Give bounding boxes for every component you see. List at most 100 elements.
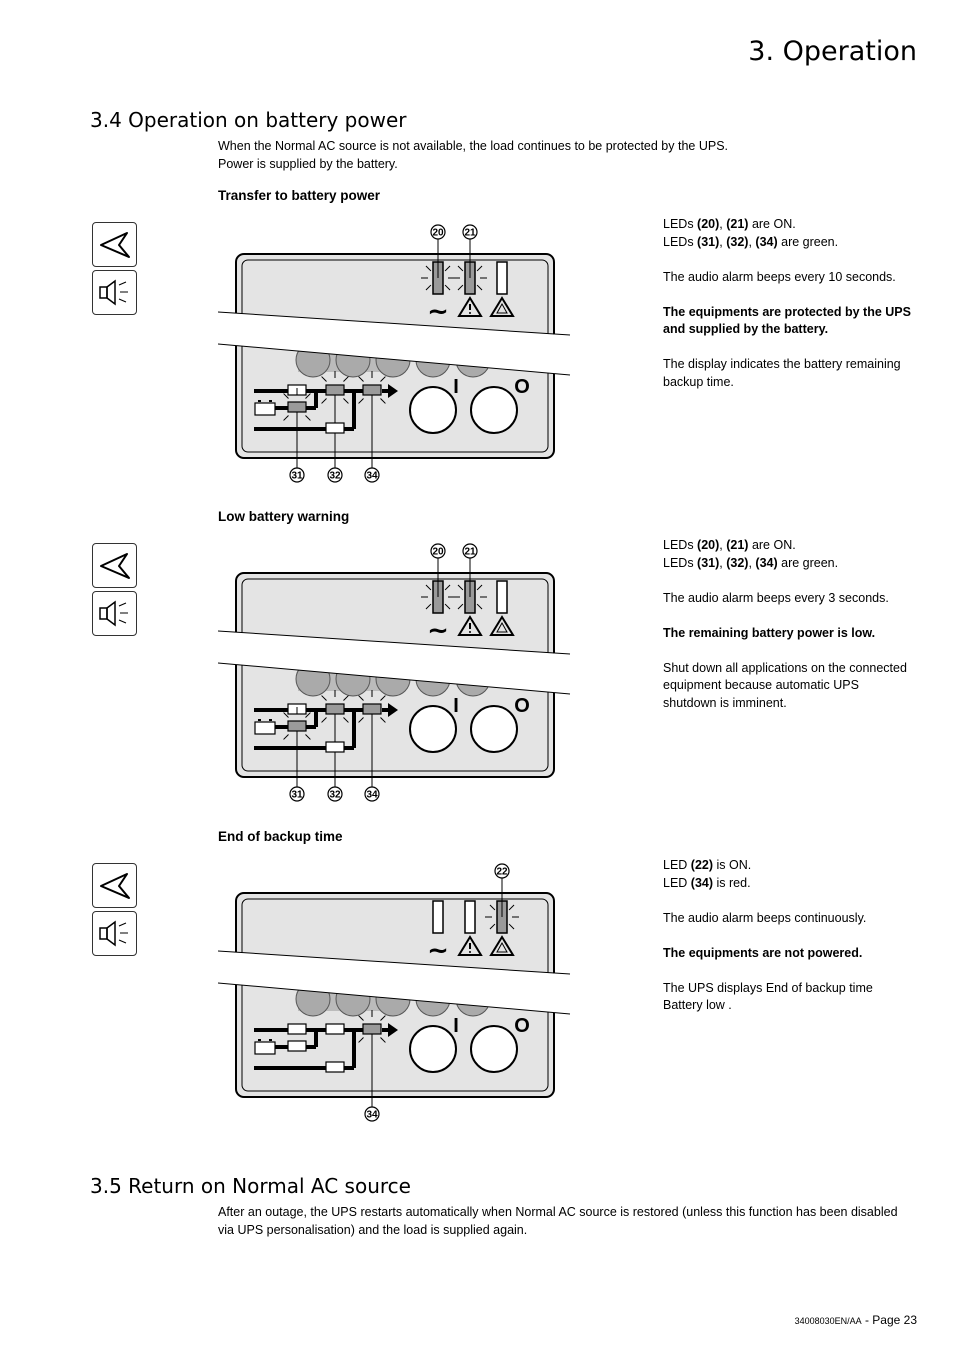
note-segment: are green. [777, 555, 839, 570]
output-arrow-icon [388, 1023, 398, 1037]
callout-circle [364, 1106, 380, 1122]
note-line: LED (22) is ON. [663, 857, 923, 875]
status-led [464, 900, 476, 934]
led-glow-ray [489, 904, 496, 911]
ac-source-icon: ~ [427, 297, 449, 327]
led-glow-ray [343, 376, 349, 382]
notes-end-backup: LED (22) is ON.LED (34) is red.The audio… [663, 857, 923, 1015]
note-segment: The audio alarm beeps every 3 seconds. [663, 590, 889, 605]
status-led [421, 558, 455, 614]
mimic-led [325, 422, 345, 434]
callout-number: 34 [366, 790, 378, 801]
led-glow-ray [283, 712, 289, 718]
note-line: The UPS displays End of backup time [663, 980, 923, 998]
led-glow-ray [444, 284, 451, 291]
off-button [470, 705, 518, 753]
callout-circle [364, 786, 380, 802]
mimic-led [287, 1023, 307, 1035]
note-segment: are ON. [748, 538, 796, 552]
note-segment: is ON. [713, 858, 752, 872]
led-glow-ray [283, 393, 289, 399]
sound-wave [118, 298, 127, 303]
callout-number: 34 [366, 1110, 378, 1121]
led-glow-ray [508, 923, 515, 930]
on-button [409, 705, 457, 753]
led-glow-ray [380, 695, 386, 701]
fault-icon [489, 296, 515, 317]
note-segment: and supplied by the battery. [663, 322, 829, 336]
led-glow-ray [476, 603, 483, 610]
callout-number: 20 [432, 228, 444, 239]
battery-mode-icon [92, 543, 137, 588]
callout-number: 34 [366, 471, 378, 482]
note-line: LEDs (20), (21) are ON. [663, 537, 923, 555]
mimic-diagram [254, 1023, 398, 1070]
note-segment: LEDs [663, 234, 698, 249]
intro-text: When the Normal AC source is not availab… [218, 138, 728, 173]
note-segment: (22) [690, 858, 714, 872]
triangle-shape [100, 873, 130, 899]
note-line: equipment because automatic UPS [663, 677, 923, 695]
speaker-glyph [99, 279, 128, 306]
sound-wave [118, 939, 127, 944]
status-led [496, 580, 508, 614]
note-spacer [663, 339, 923, 357]
led-bypass [325, 422, 345, 434]
speaker-cone [106, 920, 116, 947]
note-segment: (31) [697, 555, 720, 570]
note-segment: LEDs [663, 538, 698, 552]
callout-circle [289, 786, 305, 802]
status-led [421, 239, 455, 295]
note-segment: , [748, 234, 756, 249]
fault-inner-triangle [496, 621, 508, 633]
callout-marker: 21 [462, 543, 478, 559]
led-glow-ray [358, 376, 364, 382]
mimic-led [362, 703, 382, 715]
panel-break [218, 951, 578, 1015]
note-segment: backup time. [663, 374, 734, 389]
led-glow-ray [425, 603, 432, 610]
mimic-led [287, 720, 307, 732]
return-line-2: via UPS personalisation) and the load is… [218, 1222, 528, 1237]
output-arrow-icon [388, 703, 398, 717]
off-label: O [514, 1015, 530, 1037]
note-segment: (32) [726, 234, 749, 249]
callout-circle [462, 224, 478, 240]
speaker-body [99, 607, 108, 620]
mimic-diagram [254, 384, 398, 431]
return-line-1: After an outage, the UPS restarts automa… [218, 1205, 898, 1219]
break-line-top [218, 311, 571, 336]
speaker-body [99, 286, 108, 299]
fault-triangle [489, 935, 515, 956]
note-segment: shutdown is imminent. [663, 695, 787, 710]
callout-circle [327, 786, 343, 802]
led-bar [496, 580, 508, 614]
chapter-title: 3. Operation [748, 36, 917, 67]
warning-dot [469, 312, 471, 314]
mimic-led [287, 401, 307, 413]
note-line: backup time. [663, 374, 923, 392]
ac-source-icon: ~ [427, 936, 449, 966]
led-glow-ray [476, 265, 483, 272]
note-segment: Shut down all applications on the connec… [663, 660, 907, 675]
doc-reference: 34008030EN/AA [794, 1316, 862, 1326]
note-line: LEDs (31), (32), (34) are green. [663, 234, 923, 252]
fault-inner-triangle [496, 302, 508, 314]
led-glow-ray [358, 398, 364, 404]
speaker-cone [106, 600, 116, 627]
callout-number: 21 [464, 228, 476, 239]
led-glow-ray [457, 584, 464, 591]
led-glow-ray [444, 584, 451, 591]
led-glow-ray [380, 398, 386, 404]
section-title-return-normal: 3.5 Return on Normal AC source [90, 1174, 411, 1198]
fault-inner-triangle [496, 941, 508, 953]
mode-icons [92, 222, 139, 318]
note-spacer [663, 962, 923, 980]
note-line: The equipments are not powered. [663, 945, 923, 963]
note-segment: (34) [755, 234, 778, 249]
led-34 [353, 690, 391, 787]
callout-circle [289, 467, 305, 483]
warning-icon [457, 935, 483, 956]
led-glow-ray [305, 415, 311, 421]
on-label: I [453, 695, 459, 717]
